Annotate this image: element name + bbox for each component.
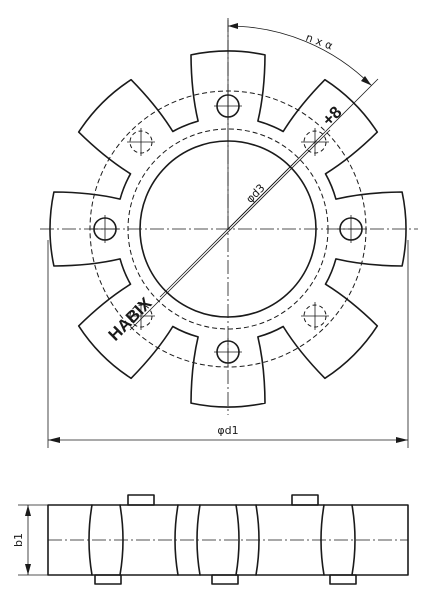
side-tab-top-left bbox=[127, 494, 155, 506]
side-tab-top-right bbox=[291, 494, 319, 506]
mark-brand: HABIX bbox=[105, 293, 156, 344]
side-tab-bottom-right bbox=[329, 574, 357, 585]
mark-number: +8 bbox=[319, 103, 346, 130]
diagonal-centerline bbox=[129, 129, 331, 331]
front-view bbox=[40, 18, 418, 415]
dimension-b1: b1 bbox=[12, 504, 48, 576]
side-view bbox=[47, 494, 409, 585]
dimension-d1: φd1 bbox=[47, 240, 409, 448]
label-angle: n x α bbox=[304, 31, 335, 53]
coupling-outline bbox=[49, 50, 407, 408]
label-d1: φd1 bbox=[217, 424, 238, 437]
side-tab-bottom-left bbox=[94, 574, 122, 585]
label-b1: b1 bbox=[12, 533, 25, 547]
side-tab-bottom-middle bbox=[211, 574, 239, 585]
